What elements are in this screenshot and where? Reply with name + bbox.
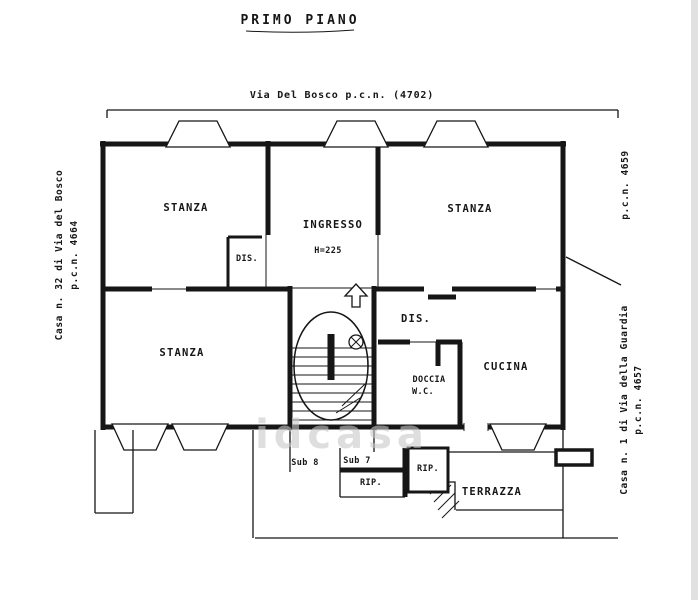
terrace-door-opening [464,422,488,432]
room-label-ingresso: INGRESSO [303,219,363,231]
scan-edge-artifact [691,0,698,600]
rip-right-room [406,446,450,494]
window-bottom-1 [110,423,170,451]
window-top-1 [164,120,232,148]
stair-flight-diagonals [335,383,366,414]
window-top-2 [322,120,390,148]
room-label-terrazza: TERRAZZA [462,486,522,498]
dis-left-partition [226,235,262,287]
left-parcel-label-line2: p.c.n. 4664 [69,220,80,290]
room-label-cucina: CUCINA [483,361,528,373]
room-label-doccia: DOCCIA [412,375,445,385]
stair-newel-bar [327,334,335,380]
room-label-stanza-top-right: STANZA [447,203,492,215]
room-label-wc: W.C. [412,387,434,397]
room-label-rip-left: RIP. [360,478,382,488]
page-title: PRIMO PIANO [240,13,359,28]
left-parcel-label-line1: Casa n. 32 di Via del Bosco [54,170,65,341]
window-top-3 [422,120,490,148]
window-bottom-3 [488,423,548,451]
right-parcel-label-line2: p.c.n. 4657 [633,365,644,435]
up-arrow-icon [343,283,369,308]
room-label-stanza-top-left: STANZA [163,202,208,214]
street-label: Via Del Bosco p.c.n. (4702) [250,89,434,101]
bottom-structures [94,256,622,539]
right-annex-block [554,448,594,467]
room-label-rip-right: RIP. [417,464,439,474]
right-parcel-top-label: p.c.n. 4659 [620,150,631,220]
door-threshold-lines [152,235,556,343]
interior-walls [103,141,563,497]
title-underline [245,29,355,33]
room-label-dis-left: DIS. [236,254,258,264]
height-note: H=225 [314,246,342,256]
right-parcel-label-line1: Casa n. 1 di Via della Guardia [619,305,630,495]
street-line [106,109,619,118]
window-bottom-2 [170,423,230,451]
room-label-dis-right: DIS. [401,313,431,325]
sub-7-label: Sub 7 [343,456,371,466]
stair-symbol-cross [350,336,362,348]
sub-8-label: Sub 8 [291,458,319,468]
staircase [292,283,372,421]
watermark: idcasa [255,412,429,458]
room-label-stanza-bottom-left: STANZA [159,347,204,359]
stair-well-ellipse [293,311,369,421]
terrace-door-jambs [463,423,489,431]
